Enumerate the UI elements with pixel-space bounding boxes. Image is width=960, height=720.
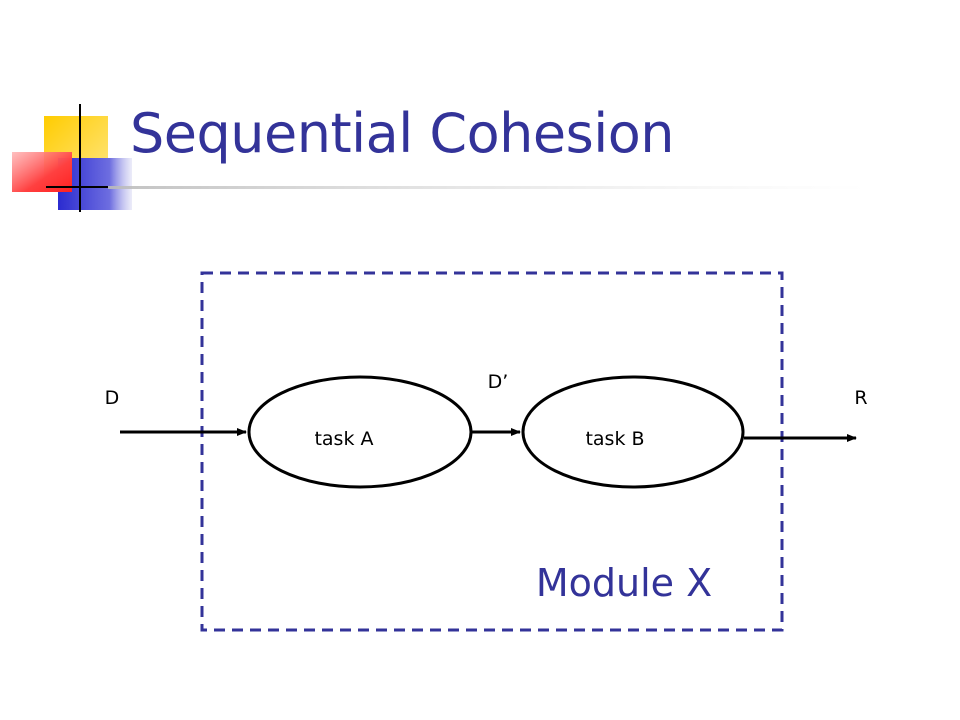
output-data-label: R	[854, 387, 867, 409]
task-b-node	[521, 375, 745, 489]
module-label: Module X	[536, 561, 712, 605]
module-boundary	[200, 271, 784, 632]
task-b-label: task B	[585, 428, 644, 450]
deco-red-square	[12, 152, 72, 192]
slide-decoration	[12, 104, 868, 212]
task-a-node	[247, 375, 473, 489]
title-rule	[108, 186, 868, 189]
intermediate-data-label: D’	[488, 371, 509, 393]
input-data-label: D	[105, 387, 120, 409]
task-a-label: task A	[314, 428, 373, 450]
slide-title: Sequential Cohesion	[130, 102, 674, 165]
